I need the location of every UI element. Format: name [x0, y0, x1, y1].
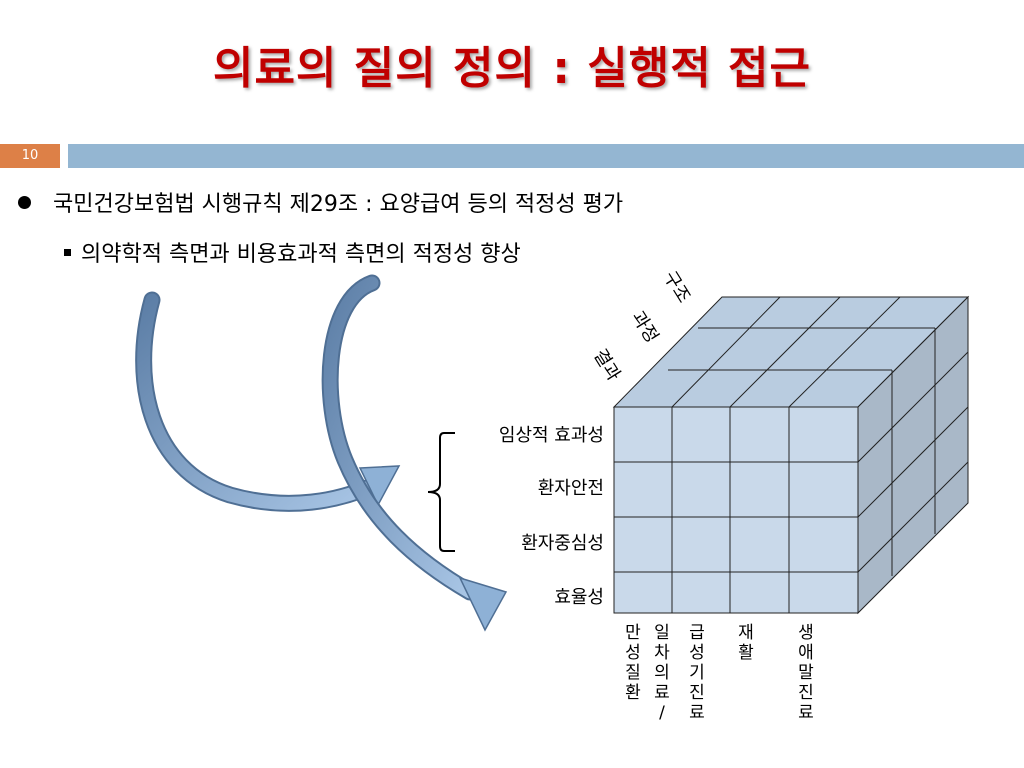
cube-front-face	[613, 406, 859, 614]
bullet-square-icon	[64, 249, 71, 256]
depth-label-structure: 구조	[659, 267, 694, 306]
depth-label-process: 과정	[627, 307, 662, 346]
row-label-patient-centered: 환자중심성	[521, 533, 604, 554]
bullet-level2: 의약학적 측면과 비용효과적 측면의 적정성 향상	[64, 236, 521, 268]
cube	[612, 295, 970, 615]
bullet-level1: 국민건강보험법 시행규칙 제29조 : 요양급여 등의 적정성 평가	[18, 186, 623, 218]
row-label-safety: 환자안전	[538, 478, 604, 499]
row-label-effectiveness: 임상적 효과성	[499, 425, 604, 446]
bullet2-text: 의약학적 측면과 비용효과적 측면의 적정성 향상	[81, 242, 521, 267]
curved-arrow-right	[321, 274, 508, 632]
row-label-efficiency: 효율성	[554, 587, 604, 608]
slide-title: 의료의 질의 정의 : 실행적 접근	[213, 43, 811, 94]
bullet-dot-icon	[18, 196, 31, 209]
header-band	[68, 144, 1024, 168]
row-bracket	[427, 432, 455, 552]
page-number: 10	[0, 144, 60, 168]
depth-label-outcome: 결과	[589, 345, 624, 384]
bullet1-text: 국민건강보험법 시행규칙 제29조 : 요양급여 등의 적정성 평가	[53, 192, 624, 217]
curved-arrow-left	[135, 291, 401, 512]
